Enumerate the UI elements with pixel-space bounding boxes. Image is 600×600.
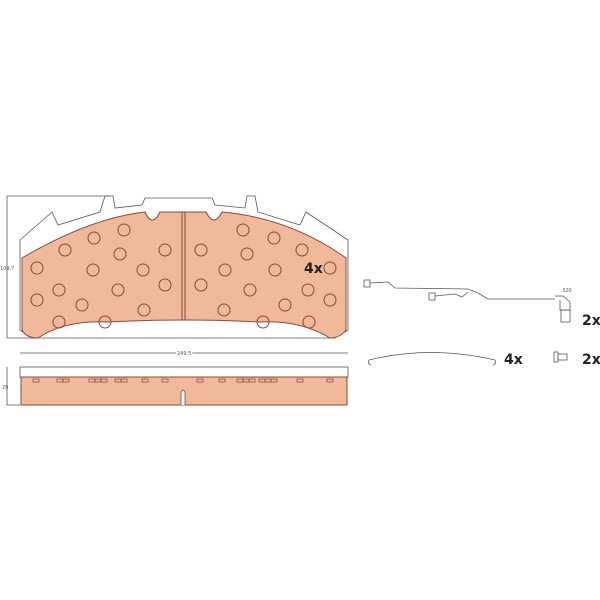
pad-hole	[278, 298, 292, 312]
pad-hole	[137, 303, 151, 317]
pad-hole	[267, 231, 281, 245]
pad-hole	[30, 261, 44, 275]
pad-hole	[323, 261, 337, 275]
side-clip	[218, 378, 226, 383]
pad-hole	[301, 283, 315, 297]
pad-hole	[86, 263, 100, 277]
pad-hole	[240, 247, 254, 261]
pad-hole	[158, 278, 172, 292]
pad-hole	[113, 247, 127, 261]
pad-hole	[295, 243, 309, 257]
pad-hole	[194, 278, 208, 292]
pad-holes	[30, 223, 337, 329]
side-clip	[32, 378, 40, 383]
pad-hole	[52, 283, 66, 297]
pad-hole	[217, 303, 231, 317]
pad-hole	[243, 283, 257, 297]
retaining-spring-icon	[367, 352, 497, 366]
thickness-dimension: 29	[2, 385, 8, 391]
wear-sensor	[363, 279, 571, 323]
pad-hole	[111, 283, 125, 297]
pad-hole	[256, 315, 270, 329]
pad-hole	[218, 263, 232, 277]
side-clips	[32, 378, 334, 383]
side-clip	[196, 378, 204, 383]
friction-pad	[21, 211, 347, 339]
side-clip	[296, 378, 304, 383]
sensor-quantity: 2x	[582, 313, 600, 329]
side-clip	[161, 378, 169, 383]
side-clip	[270, 378, 278, 383]
pad-hole	[52, 315, 66, 329]
backplate-side	[19, 366, 349, 378]
pad-hole	[117, 223, 131, 237]
pad-hole	[30, 293, 44, 307]
side-slot	[180, 389, 186, 405]
side-clip	[62, 378, 70, 383]
pad-hole	[194, 243, 208, 257]
height-dimension: 109.7	[0, 266, 14, 272]
side-clip	[100, 378, 108, 383]
pad-hole	[98, 315, 112, 329]
spring-quantity: 4x	[504, 352, 523, 368]
pad-hole	[236, 223, 250, 237]
bolt-quantity: 2x	[582, 352, 600, 368]
pad-hole	[75, 298, 89, 312]
backplate-outline	[19, 195, 349, 339]
pad-hole	[87, 231, 101, 245]
pad-quantity: 4x	[304, 261, 323, 277]
side-clip	[120, 378, 128, 383]
pad-hole	[58, 243, 72, 257]
pad-hole	[268, 263, 282, 277]
bolt-icon	[553, 351, 568, 363]
pad-hole	[302, 315, 316, 329]
pad-hole	[136, 263, 150, 277]
side-clip	[141, 378, 149, 383]
side-clip	[326, 378, 334, 383]
sensor-length-dimension: 320	[562, 288, 572, 294]
pad-hole	[323, 293, 337, 307]
pad-hole	[158, 243, 172, 257]
width-dimension: 249.5	[177, 351, 191, 357]
side-clip	[248, 378, 256, 383]
